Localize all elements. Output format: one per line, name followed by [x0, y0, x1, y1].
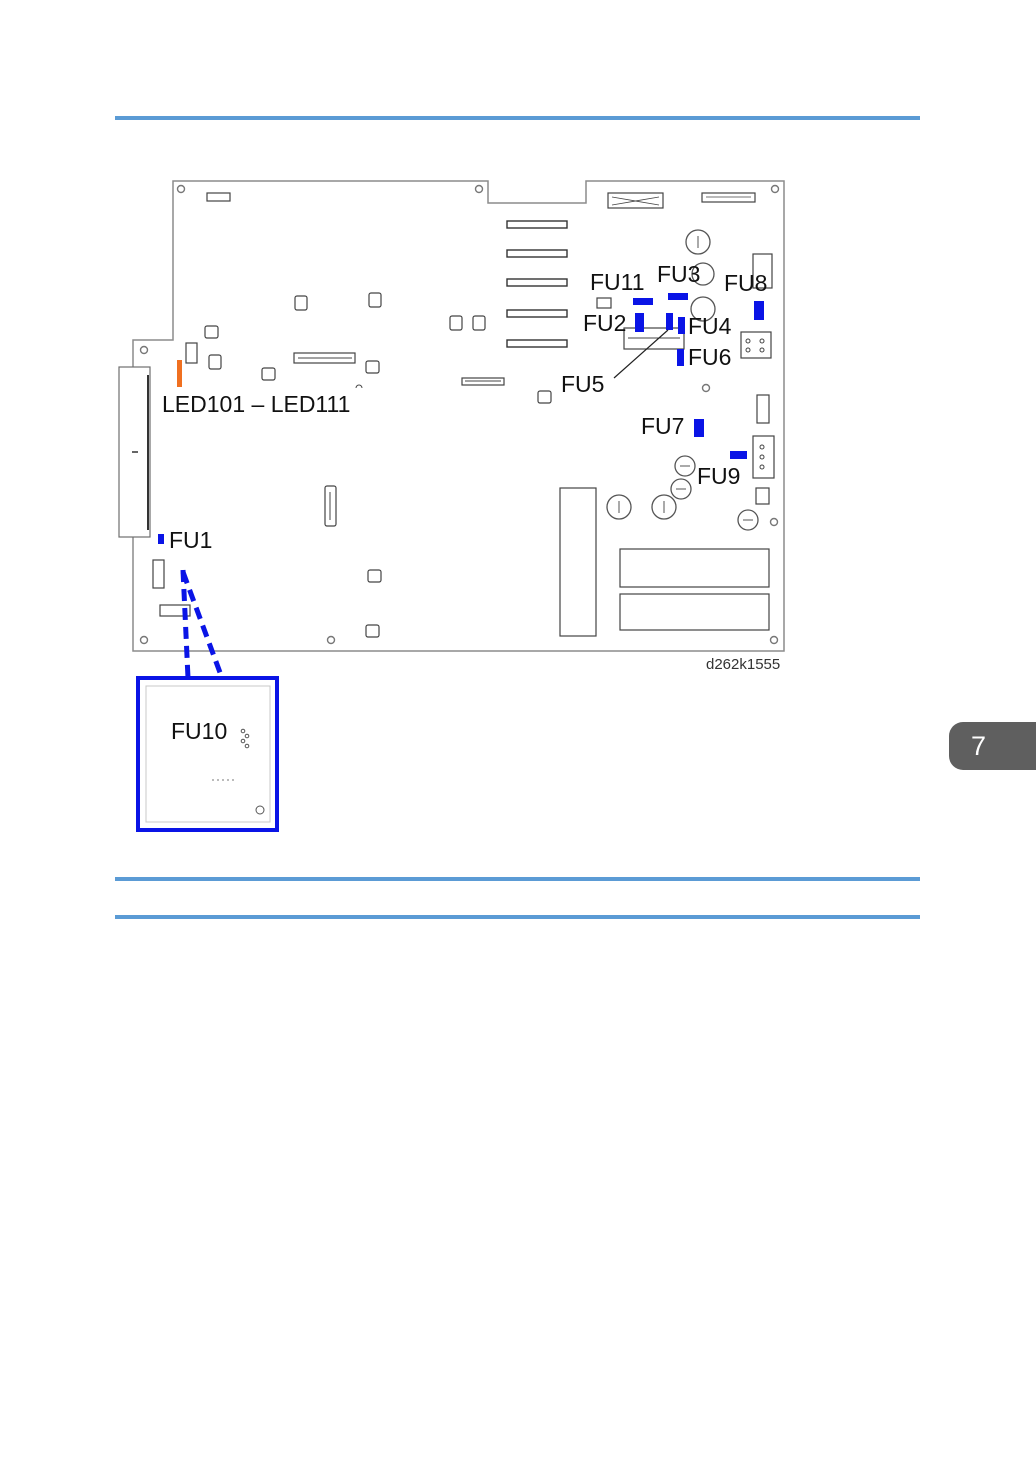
label-fu3: FU3: [657, 261, 700, 287]
inset-frame: [138, 678, 277, 830]
fu9-marker: [730, 451, 747, 459]
label-fu4: FU4: [688, 313, 732, 339]
fu2-marker: [635, 313, 644, 332]
fu7-marker: [694, 419, 704, 437]
fu11-marker: [633, 298, 653, 305]
label-fu5: FU5: [561, 371, 604, 397]
fu4-marker: [666, 313, 673, 330]
fu8-marker: [754, 301, 764, 320]
label-led: LED101 – LED111: [162, 391, 350, 417]
led-marker: [177, 360, 182, 387]
label-fu2: FU2: [583, 310, 626, 336]
label-fu11: FU11: [590, 269, 645, 295]
chapter-tab: 7: [949, 722, 1036, 770]
label-fu8: FU8: [724, 270, 767, 296]
figure-id: d262k1555: [706, 656, 780, 673]
fu3-marker: [668, 293, 688, 300]
label-fu1: FU1: [169, 527, 212, 553]
label-fu7: FU7: [641, 413, 684, 439]
fu6-marker: [677, 349, 684, 366]
label-fu9: FU9: [697, 463, 740, 489]
section-rule-lower: [115, 915, 920, 919]
pcb-diagram: LED101 – LED111 FU1 FU11 FU3 FU8 FU2 FU4…: [0, 0, 1036, 900]
fu1-marker: [158, 534, 164, 544]
label-fu6: FU6: [688, 344, 731, 370]
label-fu10: FU10: [171, 718, 227, 744]
fu5-marker: [678, 317, 685, 334]
